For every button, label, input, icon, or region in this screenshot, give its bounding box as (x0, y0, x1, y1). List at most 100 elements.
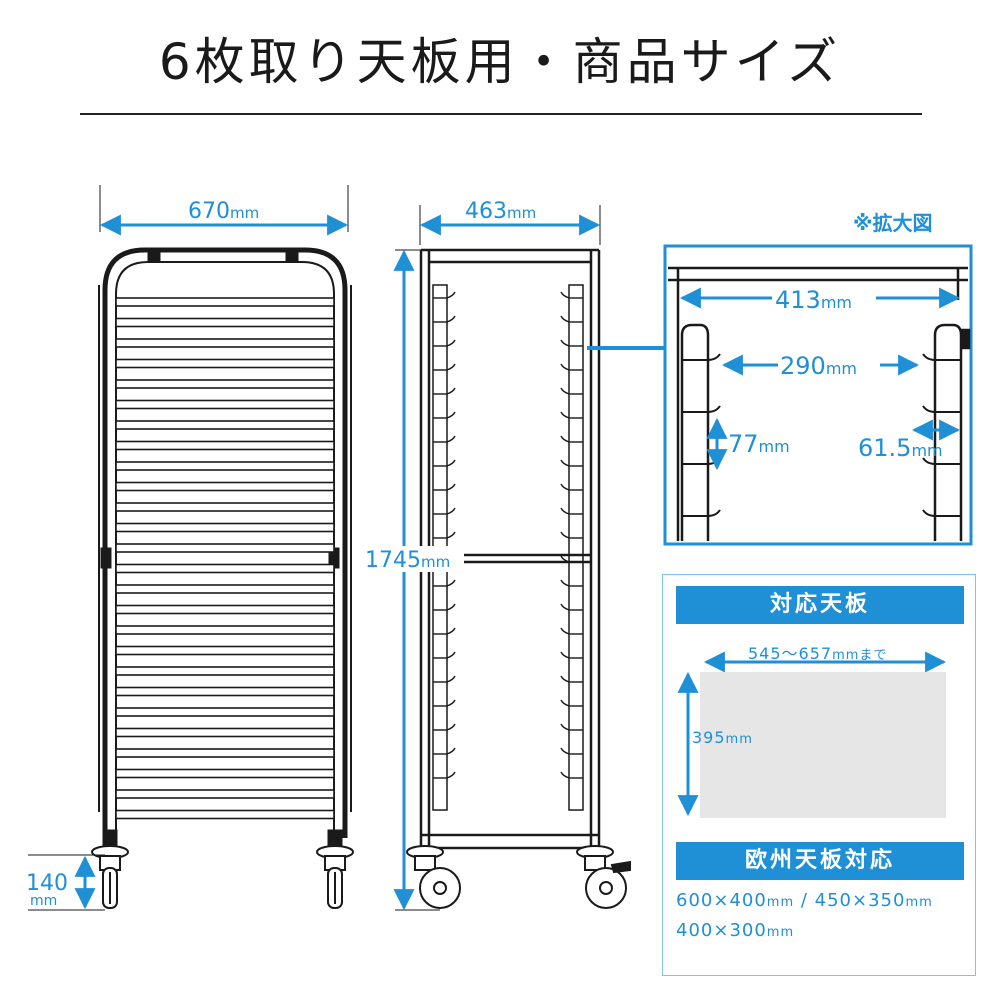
zoom-77-label: 77mm (728, 430, 790, 458)
tray-spec-panel (662, 574, 976, 976)
front-rail (115, 461, 335, 471)
side-hook-left (446, 435, 456, 443)
side-hook-right (560, 603, 570, 611)
title-divider (80, 113, 922, 115)
side-hook-left (446, 651, 456, 659)
side-hook-right (560, 675, 570, 683)
front-view-rails (115, 297, 335, 820)
side-hook-left (446, 411, 456, 419)
front-rail (115, 584, 335, 594)
side-hook-right (560, 627, 570, 635)
front-rail (115, 399, 335, 410)
zoom-61-5-label: 61.5mm (858, 434, 943, 462)
zoom-hook-left (707, 405, 721, 413)
front-width-label: 670mm (188, 199, 259, 224)
zoom-hook-right (922, 509, 936, 517)
side-hook-right (560, 507, 570, 515)
side-hook-left (446, 579, 456, 587)
side-hook-left (446, 387, 456, 395)
front-rail (115, 317, 335, 328)
front-rail (115, 440, 335, 451)
front-rail (115, 358, 335, 369)
side-hook-right (560, 555, 570, 563)
euro-tray-header: 欧州天板対応 (676, 842, 964, 880)
side-hook-left (446, 291, 456, 299)
tray-width-label: 545〜657mmまで (748, 644, 888, 663)
front-view-rack (98, 247, 352, 853)
zoom-290-label: 290mm (780, 352, 857, 380)
side-hook-left (446, 339, 456, 347)
side-hook-left (446, 723, 456, 731)
side-hook-right (560, 699, 570, 707)
side-hook-left (446, 363, 456, 371)
side-hook-right (560, 291, 570, 299)
side-caster-left (406, 845, 461, 909)
side-hook-left (446, 771, 456, 779)
side-hook-right (560, 363, 570, 371)
side-hook-right (560, 531, 570, 539)
side-hook-left (446, 675, 456, 683)
front-rail (115, 625, 335, 635)
tray-depth-label: 395mm (692, 728, 753, 747)
front-rail (115, 686, 335, 697)
front-rail (115, 543, 335, 553)
side-hook-right (560, 411, 570, 419)
side-hook-right (560, 435, 570, 443)
side-hook-left (446, 507, 456, 515)
zoom-hook-right (922, 353, 936, 361)
front-rail (115, 645, 335, 656)
side-hook-right (560, 747, 570, 755)
side-hook-right (560, 387, 570, 395)
front-rail (115, 297, 335, 307)
zoom-413-label: 413mm (775, 286, 852, 314)
zoom-rack-detail (668, 266, 971, 541)
compatible-tray-header: 対応天板 (676, 586, 964, 624)
front-rail (115, 563, 335, 574)
zoom-hook-left (707, 353, 721, 361)
side-height-label: 1745mm (365, 548, 450, 573)
side-hook-right (560, 723, 570, 731)
side-hook-left (446, 315, 456, 323)
side-hook-right (560, 339, 570, 347)
front-caster-left (91, 845, 129, 909)
zoom-hook-right (922, 457, 936, 465)
caster-height-label: 140 (26, 871, 68, 896)
front-rail (115, 748, 335, 758)
front-rail (115, 502, 335, 512)
front-rail (115, 789, 335, 799)
side-hook-left (446, 699, 456, 707)
side-hook-left (446, 483, 456, 491)
side-hook-right (560, 579, 570, 587)
caster-height-unit: mm (30, 893, 57, 909)
side-hook-right (560, 315, 570, 323)
side-hook-left (446, 627, 456, 635)
front-rail (115, 809, 335, 820)
side-hook-left (446, 747, 456, 755)
zoom-caption: ※拡大図 (853, 211, 933, 235)
side-hook-right (560, 459, 570, 467)
side-hook-right (560, 771, 570, 779)
tray-illustration (700, 672, 946, 818)
front-rail (115, 481, 335, 492)
side-view-tray-slots (433, 291, 583, 779)
front-rail (115, 379, 335, 389)
front-rail (115, 727, 335, 738)
side-hook-left (446, 459, 456, 467)
front-caster-right (316, 845, 354, 909)
side-caster-right-brake (576, 845, 631, 909)
side-hook-right (560, 483, 570, 491)
zoom-hook-left (707, 509, 721, 517)
euro-tray-line2: 400×300mm (676, 920, 795, 941)
zoom-hook-right (922, 405, 936, 413)
side-depth-label: 463mm (465, 199, 536, 224)
zoom-slot-hooks (682, 353, 961, 517)
front-rail (115, 666, 335, 676)
front-rail (115, 522, 335, 533)
page-title: 6枚取り天板用・商品サイズ (158, 33, 842, 91)
front-rail (115, 420, 335, 430)
side-hook-right (560, 651, 570, 659)
front-rail (115, 768, 335, 779)
side-hook-left (446, 531, 456, 539)
side-hook-left (446, 603, 456, 611)
